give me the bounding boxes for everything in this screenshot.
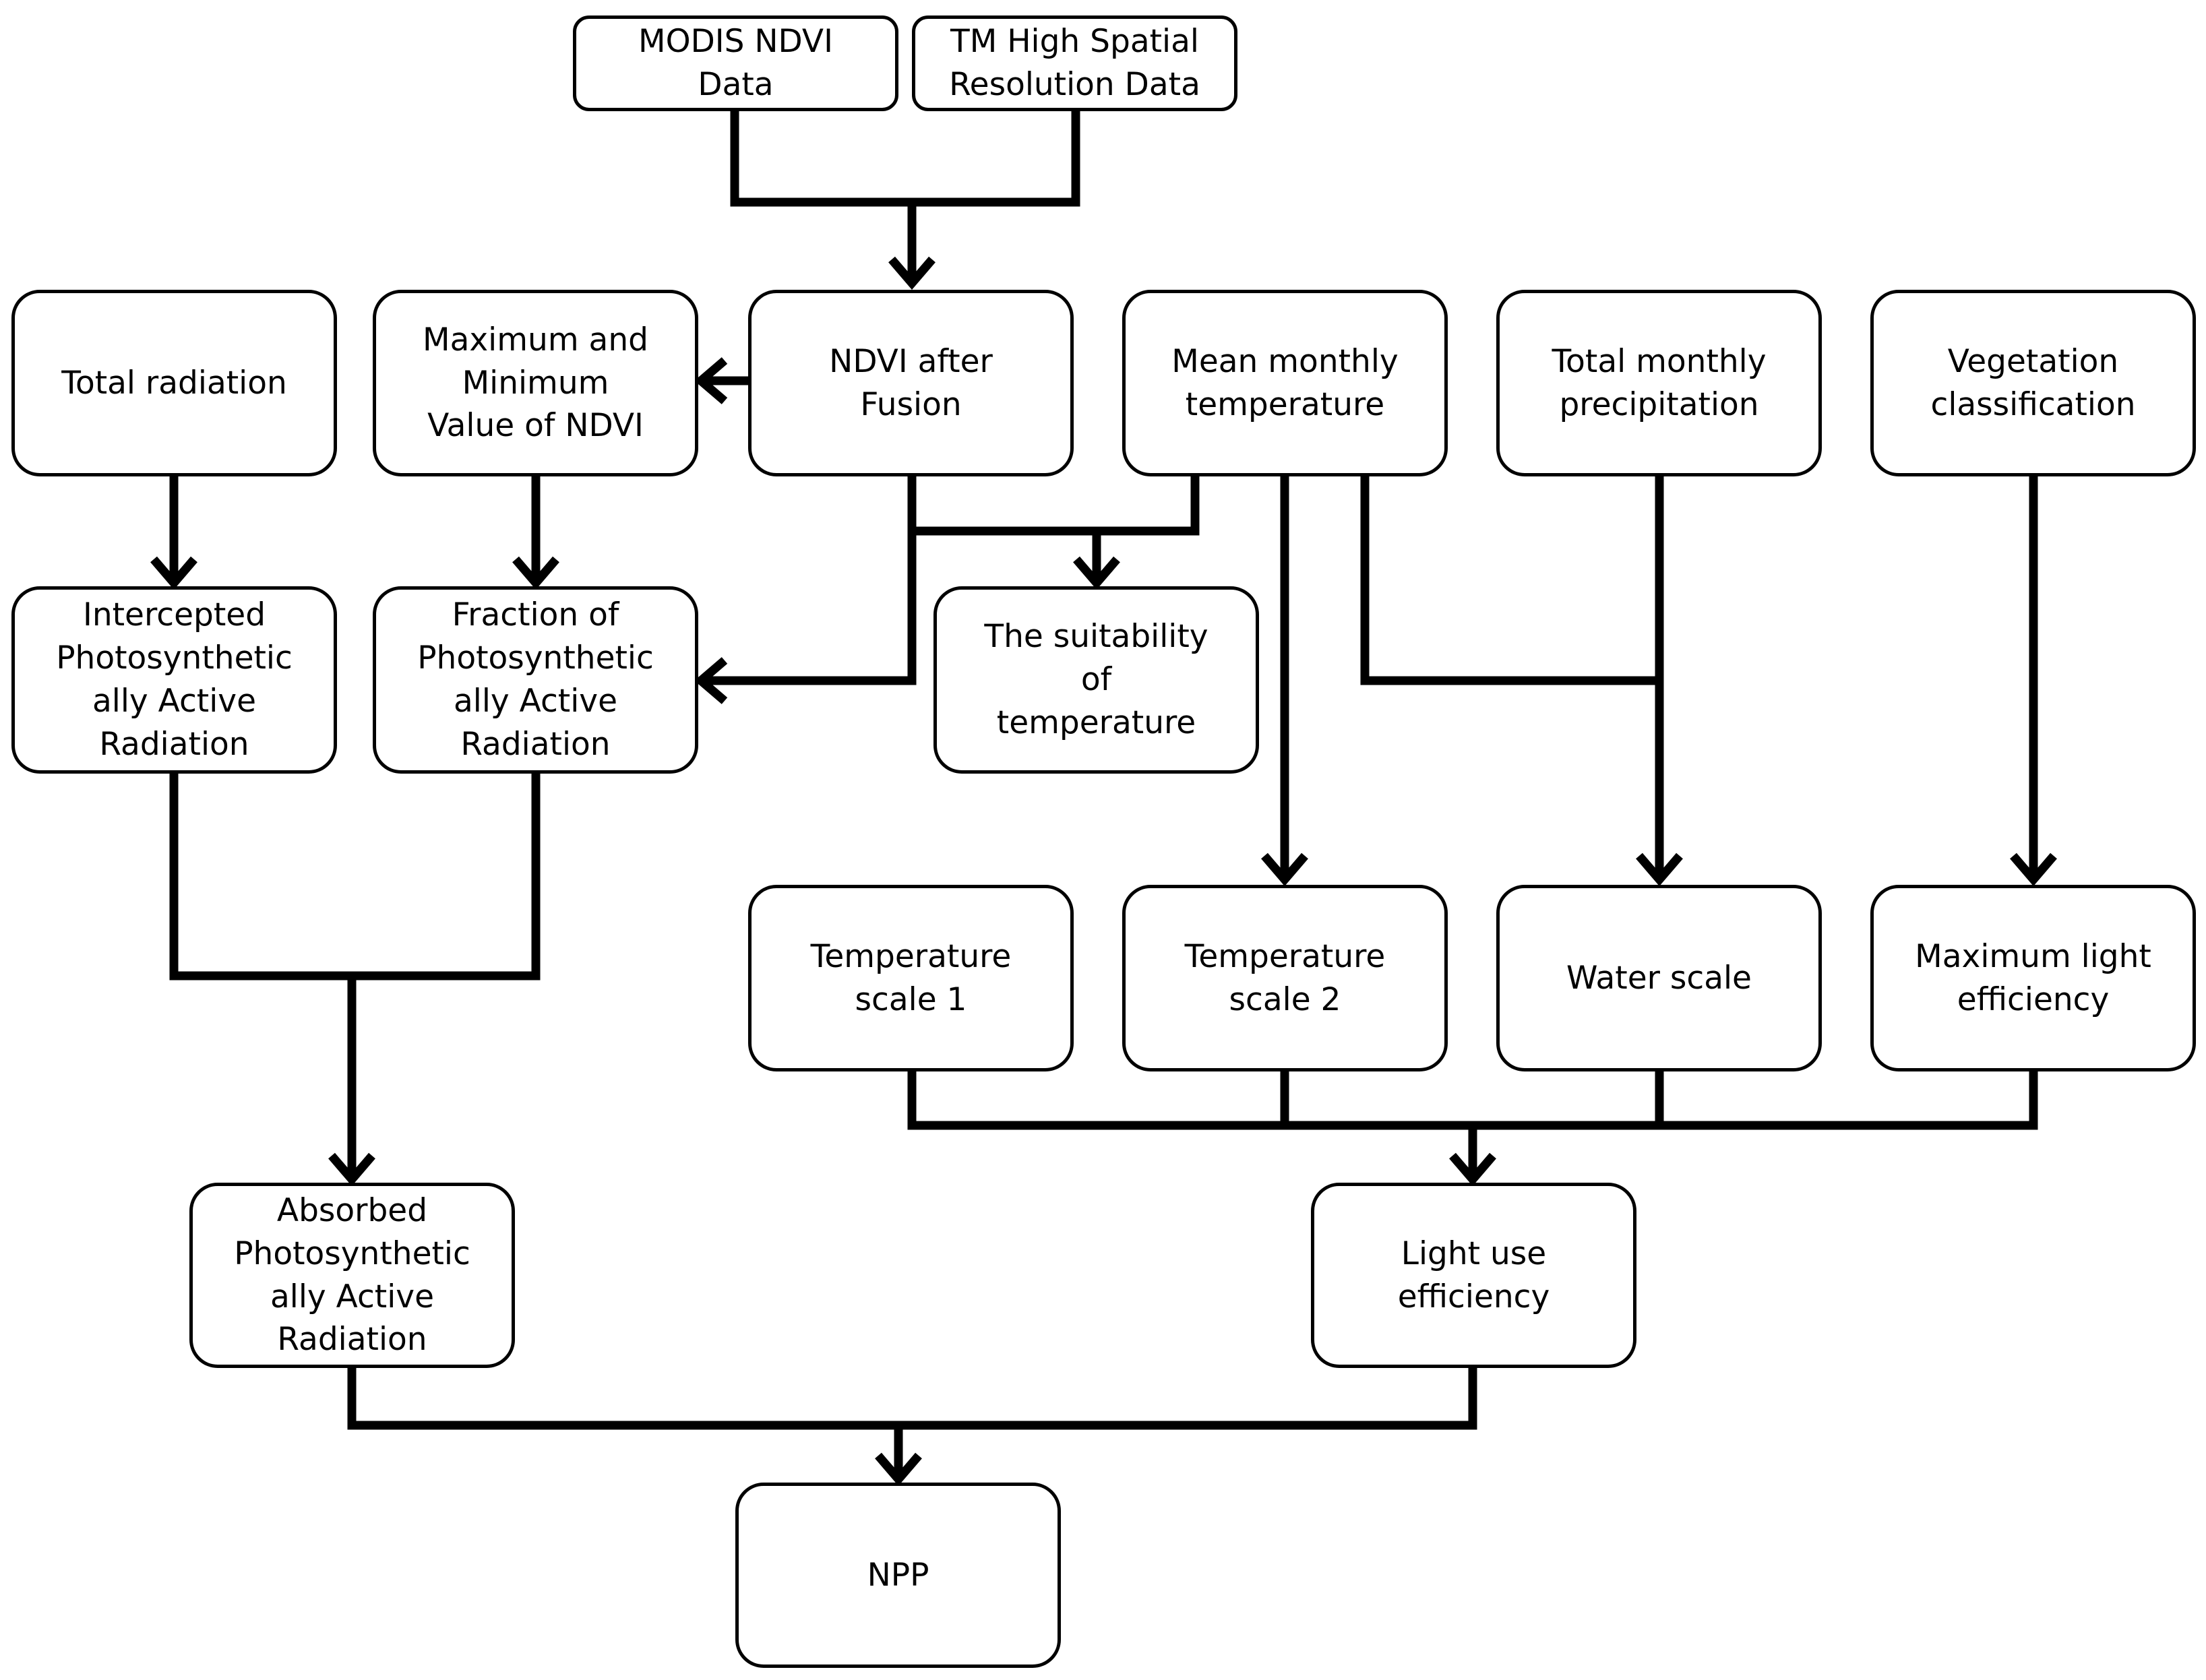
total-radiation-node: Total radiation — [11, 290, 337, 476]
temperature-scale-2-node: Temperature scale 2 — [1122, 885, 1448, 1071]
arrowhead-fpar — [512, 556, 559, 590]
fraction-par-node: Fraction of Photosynthetic ally Active R… — [373, 586, 698, 774]
mean-monthly-temperature-node: Mean monthly temperature — [1122, 290, 1448, 476]
connector-apar-lue-merge — [347, 1368, 1477, 1430]
arrowhead-fpar-side — [694, 657, 728, 704]
water-scale-node: Water scale — [1496, 885, 1822, 1071]
connector-ndvi-fusion-to-fpar — [704, 531, 917, 685]
connector-ipar-fpar-merge — [169, 774, 541, 981]
temperature-suitability-node: The suitability of temperature — [933, 586, 1259, 774]
arrowhead-suitability — [1073, 556, 1120, 590]
connector-meantemp-to-water-merge — [1360, 476, 1659, 685]
intercepted-par-node: Intercepted Photosynthetic ally Active R… — [11, 586, 337, 774]
connector-scales-merge — [907, 1071, 2038, 1130]
maximum-light-efficiency-node: Maximum light efficiency — [1870, 885, 2196, 1071]
ndvi-after-fusion-node: NDVI after Fusion — [748, 290, 1074, 476]
arrowhead-apar — [328, 1152, 375, 1186]
temperature-scale-1-node: Temperature scale 1 — [748, 885, 1074, 1071]
arrowhead-npp — [875, 1452, 922, 1486]
total-monthly-precipitation-node: Total monthly precipitation — [1496, 290, 1822, 476]
arrowhead-light-use — [1449, 1152, 1496, 1186]
arrowhead-tempscale2 — [1261, 852, 1308, 886]
arrowhead-water-scale — [1636, 852, 1683, 886]
arrowhead-maxmin — [694, 357, 728, 404]
vegetation-classification-node: Vegetation classification — [1870, 290, 2196, 476]
tm-high-resolution-data-node: TM High Spatial Resolution Data — [912, 15, 1237, 111]
arrowhead-ipar — [150, 556, 197, 590]
connector-modis-tm-merge — [730, 111, 1080, 207]
connector-ndvi-meantemp-merge — [907, 476, 1200, 536]
max-min-ndvi-node: Maximum and Minimum Value of NDVI — [373, 290, 698, 476]
npp-node: NPP — [735, 1483, 1061, 1668]
modis-ndvi-data-node: MODIS NDVI Data — [573, 15, 898, 111]
absorbed-par-node: Absorbed Photosynthetic ally Active Radi… — [189, 1183, 515, 1368]
arrowhead-max-light — [2010, 852, 2057, 886]
light-use-efficiency-node: Light use efficiency — [1311, 1183, 1636, 1368]
arrowhead-ndvi-fusion — [888, 256, 936, 290]
